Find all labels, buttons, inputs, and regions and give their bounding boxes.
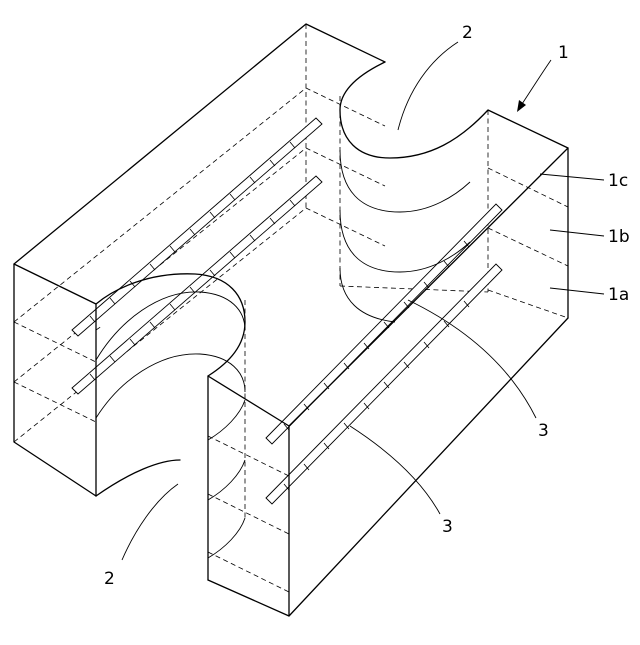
label-rebar-back: 3: [538, 421, 549, 441]
label-rebar-front: 3: [442, 517, 453, 537]
reference-labels: 1 2 1c 1b 1a 3 3 2: [104, 23, 630, 589]
rebar-lower-left: [72, 176, 322, 394]
label-layer-a: 1a: [608, 285, 629, 305]
label-block: 1: [558, 43, 569, 63]
rebar-lower-right: [266, 264, 502, 504]
label-layer-c: 1c: [608, 171, 628, 191]
rebar-upper-left: [72, 118, 322, 336]
rebar-upper-right: [266, 204, 502, 444]
leader-lines: [122, 42, 604, 560]
label-groove-top: 2: [462, 23, 473, 43]
label-layer-b: 1b: [608, 227, 630, 247]
label-groove-bottom: 2: [104, 569, 115, 589]
